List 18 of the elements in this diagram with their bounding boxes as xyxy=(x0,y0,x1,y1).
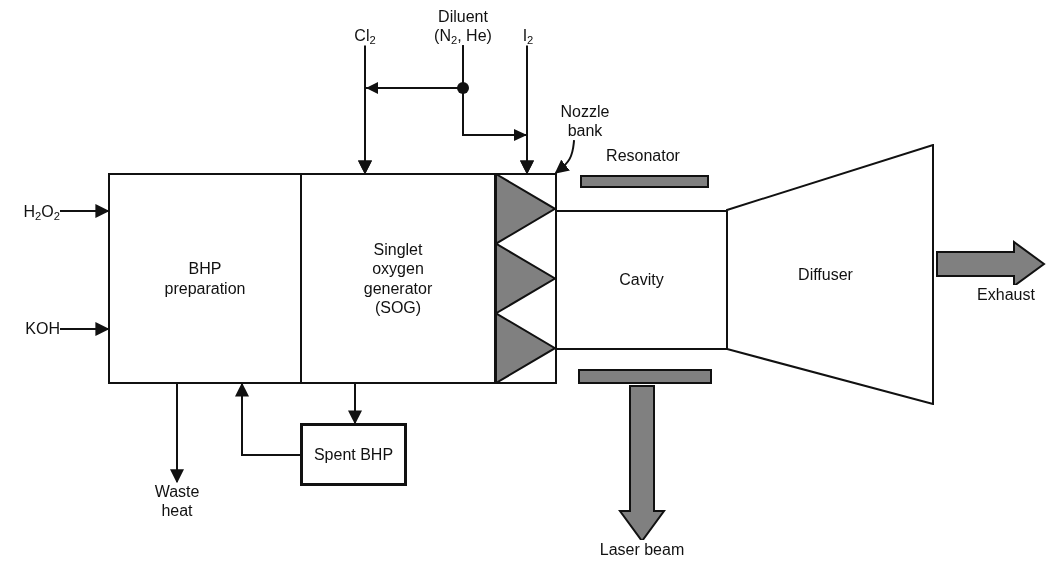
output-label: Waste heat xyxy=(153,481,201,521)
callout-label: Nozzle bank xyxy=(559,101,611,141)
input-label: I$_{2}$ xyxy=(522,26,534,46)
process-box xyxy=(300,423,407,486)
box-label: BHP preparation xyxy=(163,259,247,298)
process-box xyxy=(300,173,496,384)
process-box xyxy=(108,173,302,384)
resonator-bar xyxy=(578,369,712,384)
input-label: H$_{2}$O$_{2}$ xyxy=(23,202,60,222)
box-label: Spent BHP xyxy=(313,444,394,465)
box-label: Singlet oxygen generator (SOG) xyxy=(362,240,434,317)
input-label: Cl$_{2}$ xyxy=(354,26,376,46)
cavity-box xyxy=(555,210,728,350)
box-label: Cavity xyxy=(619,270,664,290)
box-label: Diffuser xyxy=(798,264,853,285)
input-label: KOH xyxy=(25,319,60,339)
part-label: Resonator xyxy=(606,146,680,166)
input-label: Diluent (N$_{2}$, He) xyxy=(433,6,493,46)
